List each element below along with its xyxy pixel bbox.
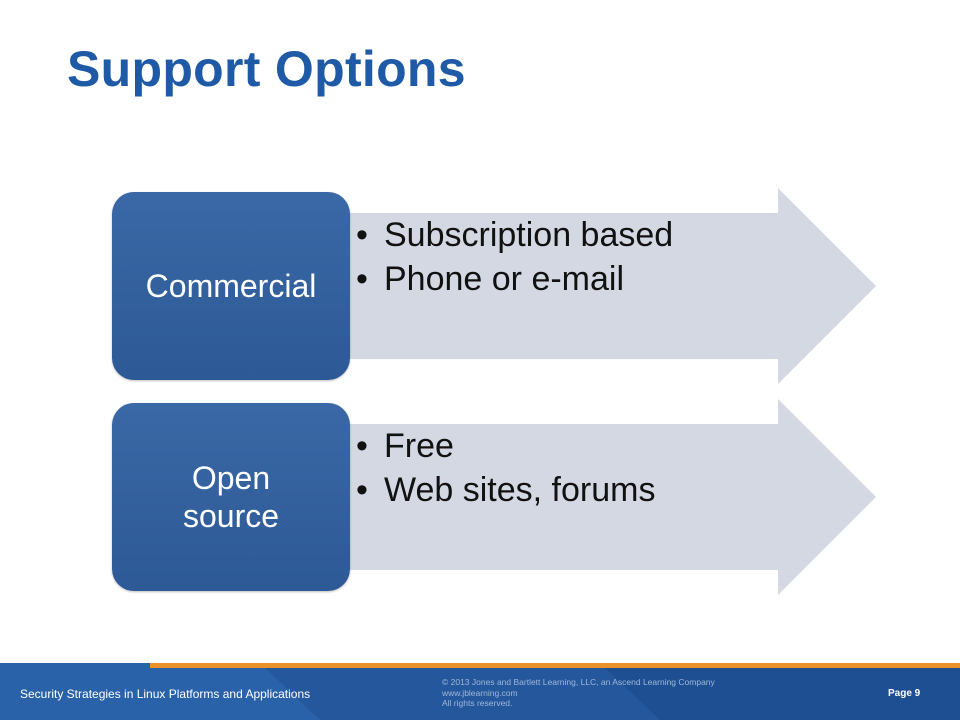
category-label-commercial: Commercial [145,268,317,304]
bullet-item: Phone or e-mail [356,257,673,301]
copyright-line: © 2013 Jones and Bartlett Learning, LLC,… [442,677,715,687]
bullet-item: Subscription based [356,213,673,257]
footer-course-title: Security Strategies in Linux Platforms a… [20,687,311,701]
bullet-list-open-source: Free Web sites, forums [356,424,655,512]
bullet-item: Free [356,424,655,468]
bullet-list-commercial: Subscription based Phone or e-mail [356,213,673,301]
slide-title: Support Options [67,41,466,97]
footer-bar [0,663,960,720]
category-label-open-source: Open source [182,460,280,534]
footer-accent-line [150,663,960,668]
footer-decoration [0,663,960,720]
category-box-open-source: Open source [112,403,350,591]
footer-copyright: © 2013 Jones and Bartlett Learning, LLC,… [442,677,715,709]
copyright-line: All rights reserved. [442,698,513,708]
copyright-line: www.jblearning.com [442,687,518,698]
page-number: Page 9 [888,688,921,699]
category-box-commercial: Commercial [112,192,350,380]
bullet-item: Web sites, forums [356,468,655,512]
